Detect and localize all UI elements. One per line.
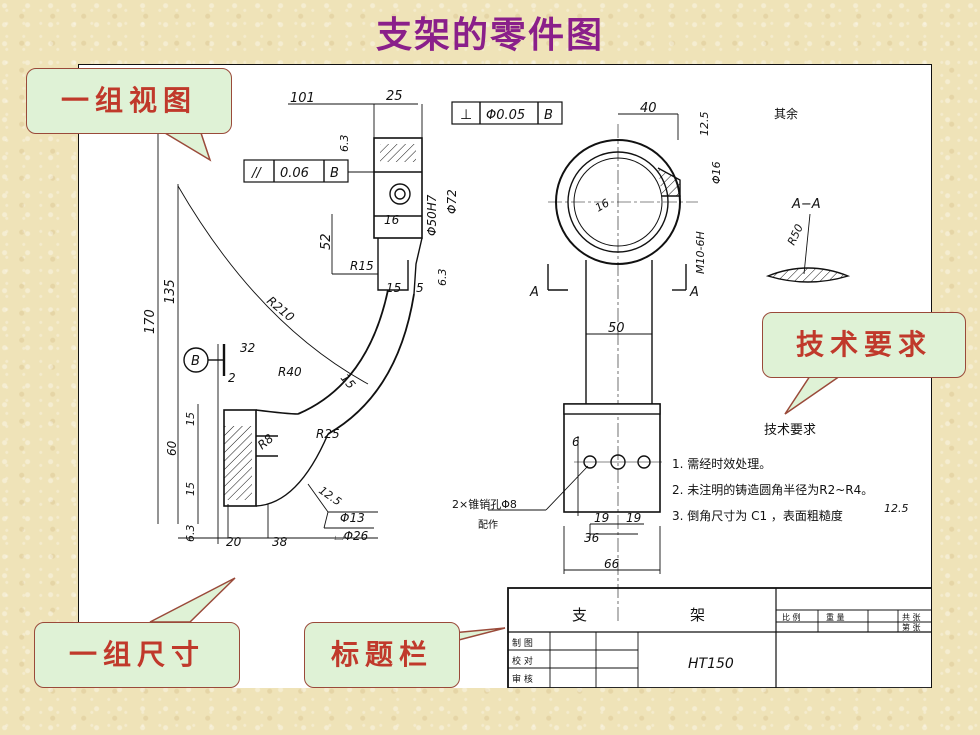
dim-6-3-a: 6.3 [338, 135, 351, 153]
title-block-scale: 比 例 [782, 612, 801, 622]
dim-6-3-c: 6.3 [184, 525, 197, 543]
callout-dimensions: 一组尺寸 [34, 622, 240, 688]
dim-72: Φ72 [445, 189, 459, 214]
dim-38: 38 [272, 535, 288, 549]
tech-req-heading: 技术要求 [764, 423, 816, 438]
dim-36: 36 [584, 531, 600, 545]
section-mark-a-left: A [529, 285, 539, 300]
parallel-symbol: // [251, 166, 262, 181]
dim-12-5-b: 12.5 [698, 112, 711, 137]
dim-15-a: 15 [386, 281, 401, 295]
dim-20: 20 [226, 535, 242, 549]
section-mark-a-right: A [689, 285, 699, 300]
dim-60: 60 [165, 440, 179, 456]
dim-32: 32 [240, 341, 255, 355]
dim-25: 25 [386, 89, 403, 104]
callout-views: 一组视图 [26, 68, 232, 134]
tech-req-item-3: 3. 倒角尺寸为 C1 ，表面粗糙度 [672, 508, 843, 523]
perp-value: Φ0.05 [486, 108, 525, 123]
tech-req-item-1: 1. 需经时效处理。 [672, 456, 771, 471]
parallel-value: 0.06 [280, 166, 309, 181]
title-block-check: 校 对 [512, 655, 533, 667]
dim-66: 66 [604, 557, 620, 571]
radius-16: 16 [593, 196, 612, 214]
dim-16-b: Φ16 [710, 161, 723, 184]
callout-title-block: 标题栏 [304, 622, 460, 688]
dim-40: 40 [640, 101, 657, 116]
dim-15-c: 15 [184, 412, 197, 426]
datum-b-label: B [191, 354, 200, 369]
dim-19-a: 19 [594, 511, 609, 525]
section-aa-label: A−A [791, 197, 821, 212]
dim-15-d: 15 [184, 482, 197, 496]
dim-50: 50 [608, 321, 625, 336]
radius-15: R15 [350, 259, 374, 273]
radius-40: R40 [278, 365, 302, 379]
title-block-name-right: 架 [690, 606, 705, 624]
parallel-datum: B [330, 166, 339, 181]
dim-16-a: 16 [384, 213, 400, 227]
thread-m10: M10-6H [694, 231, 707, 274]
tech-req-item-2: 2. 未注明的铸造圆角半径为R2~R4。 [672, 482, 873, 497]
dim-52: 52 [319, 233, 334, 250]
dim-6-3-b: 6.3 [436, 269, 449, 287]
dim-135: 135 [163, 279, 178, 304]
dim-26: ⌴Φ26 [334, 529, 369, 543]
dim-170: 170 [143, 309, 158, 334]
title-block-draw: 制 图 [512, 637, 533, 649]
title-block-name-left: 支 [572, 606, 587, 624]
roughness-others: 其余 [774, 106, 798, 121]
dim-19-b: 19 [626, 511, 641, 525]
dim-50h7: Φ50H7 [425, 194, 439, 236]
pin-hole-note: 2×锥销孔Φ8 [452, 497, 517, 511]
dim-13: Φ13 [340, 511, 365, 525]
title-block-material: HT150 [688, 656, 734, 672]
radius-25: R25 [316, 427, 340, 441]
dim-2: 2 [228, 371, 236, 385]
dim-101: 101 [290, 91, 315, 106]
title-block-sheet: 第 张 [902, 622, 921, 632]
title-block-weight: 重 量 [826, 612, 845, 622]
perp-symbol: ⊥ [460, 107, 472, 123]
slide-title: 支架的零件图 [375, 15, 604, 56]
tech-req-roughness: 12.5 [884, 502, 909, 515]
callout-tech-requirements: 技术要求 [762, 312, 966, 378]
title-block-review: 审 核 [512, 673, 533, 685]
pin-hole-fit: 配作 [478, 519, 498, 531]
perp-datum: B [544, 108, 553, 123]
title-block-total: 共 张 [902, 613, 921, 622]
dim-6: 6 [572, 435, 580, 449]
dim-5: 5 [416, 281, 424, 295]
